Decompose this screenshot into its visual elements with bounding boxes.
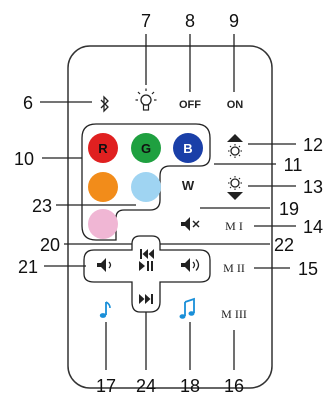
dpad-outline: [83, 235, 211, 313]
music-notes-icon: [179, 297, 195, 319]
bulb-button[interactable]: [135, 88, 157, 111]
callout-22: 22: [274, 235, 294, 255]
volume-up-button[interactable]: [181, 258, 200, 272]
mode-2-button[interactable]: M II: [223, 261, 245, 275]
mute-icon: [181, 217, 200, 231]
callout-15: 15: [298, 259, 318, 279]
callout-16: 16: [224, 376, 244, 396]
callout-17: 17: [96, 376, 116, 396]
music-note-icon: [99, 301, 111, 318]
mode-1-button[interactable]: M I: [225, 219, 243, 233]
on-button[interactable]: ON: [227, 99, 244, 111]
bulb-icon: [135, 88, 157, 111]
remote-body: [67, 45, 273, 389]
volume-up-icon: [181, 258, 200, 272]
callout-6: 6: [23, 93, 33, 113]
volume-down-icon: [97, 258, 112, 272]
callout-19: 19: [279, 199, 299, 219]
callout-numbers: 6 7 8 9 10 12 11 13 19 14 23 20 22 21 15…: [14, 11, 323, 396]
red-button[interactable]: R: [88, 133, 118, 163]
callout-8: 8: [185, 11, 195, 31]
bluetooth-icon: [100, 95, 109, 113]
brightness-down-button[interactable]: [227, 176, 243, 200]
play-pause-icon: [139, 261, 153, 271]
previous-track-icon: [140, 249, 154, 259]
play-pause-button[interactable]: [139, 261, 153, 271]
mode-3-button[interactable]: M III: [221, 307, 247, 321]
callout-9: 9: [229, 11, 239, 31]
orange-button[interactable]: [88, 172, 118, 202]
off-button[interactable]: OFF: [179, 99, 201, 111]
music-1-button[interactable]: [99, 301, 111, 318]
previous-track-button[interactable]: [140, 249, 154, 259]
green-button[interactable]: G: [131, 133, 161, 163]
volume-down-button[interactable]: [97, 258, 112, 272]
white-button[interactable]: W: [182, 178, 195, 193]
callout-20: 20: [40, 235, 60, 255]
red-button-label: R: [98, 141, 108, 156]
brightness-up-button[interactable]: [227, 134, 243, 158]
green-button-label: G: [141, 141, 151, 156]
mute-button[interactable]: [181, 217, 200, 231]
pink-button[interactable]: [88, 209, 118, 239]
callout-14: 14: [303, 217, 323, 237]
callout-11: 11: [284, 155, 303, 175]
blue-button-label: B: [183, 141, 192, 156]
callout-24: 24: [136, 376, 156, 396]
light-blue-button[interactable]: [131, 172, 161, 202]
callout-21: 21: [18, 257, 38, 277]
blue-button[interactable]: B: [173, 133, 203, 163]
leader-lines: [40, 34, 296, 370]
callout-18: 18: [180, 376, 200, 396]
bluetooth-button[interactable]: [100, 95, 109, 113]
callout-12: 12: [303, 135, 323, 155]
callout-7: 7: [141, 11, 151, 31]
brightness-down-icon: [227, 176, 243, 200]
callout-23: 23: [32, 196, 52, 216]
color-button-group-outline: [81, 123, 211, 241]
next-track-button[interactable]: [139, 294, 153, 304]
music-2-button[interactable]: [179, 297, 195, 319]
callout-10: 10: [14, 149, 34, 169]
next-track-icon: [139, 294, 153, 304]
callout-13: 13: [303, 177, 323, 197]
brightness-up-icon: [227, 134, 243, 158]
